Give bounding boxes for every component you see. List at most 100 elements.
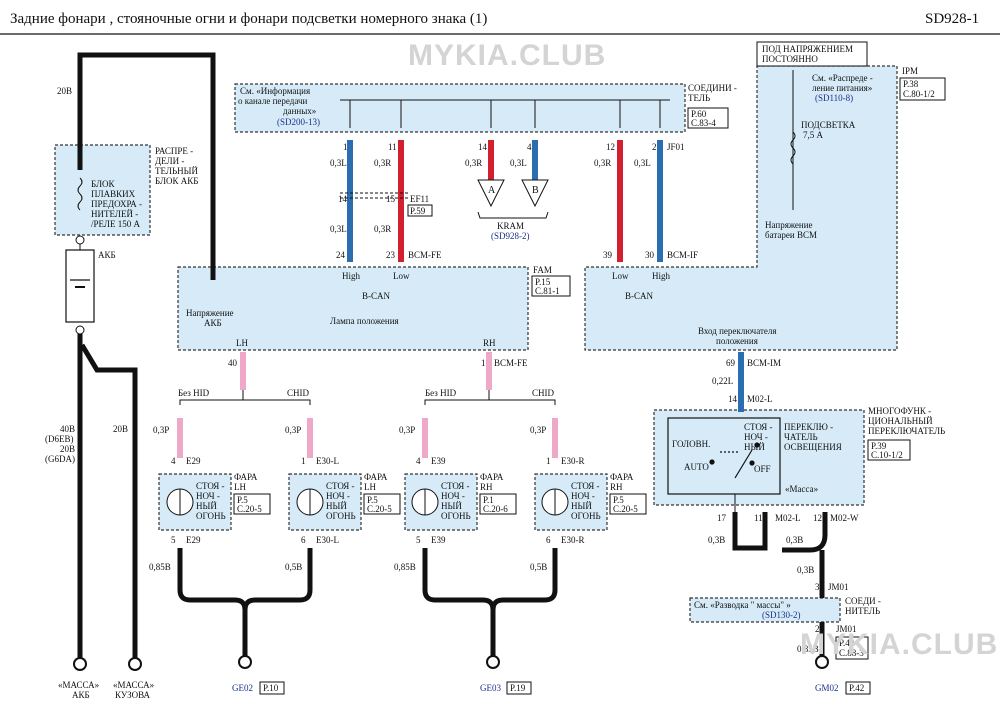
fuse-block-l5: /РЕЛЕ 150 А [91, 219, 140, 229]
gm02-ref: P.42 [849, 683, 864, 693]
see-data-l3: данных» [283, 106, 316, 116]
fam-label: FAM [533, 265, 552, 275]
no-hid-rh: Без HID [425, 388, 457, 398]
pin-11: 11 [388, 142, 397, 152]
lh1-ref-box [233, 493, 271, 515]
bcm-battery-l2: батареи BCM [765, 230, 817, 240]
rh2-ref-box [609, 493, 647, 515]
pin-14-sw: 14 [728, 394, 738, 404]
ms-ref-l2: C.10-1/2 [871, 450, 903, 460]
conn-e29-top: E29 [186, 456, 201, 466]
park-rh1-l2: НОЧ - [441, 491, 465, 501]
conn-e30l-top: E30-L [316, 456, 339, 466]
light-switch-inner-box [667, 417, 781, 495]
ground-body-l1: «МАССА» [113, 680, 154, 690]
park-rh1-l1: СТОЯ - [441, 481, 470, 491]
connector-ref-l1: P.60 [691, 109, 707, 119]
fuse-150 [77, 177, 83, 211]
headlamp-lh2-l1: ФАРА [364, 472, 388, 482]
low-left: Low [393, 271, 410, 281]
conn-ef11: EF11 [410, 194, 429, 204]
light-switch-l1: ПЕРЕКЛЮ - [784, 422, 833, 432]
headlamp-rh2-l1: ФАРА [610, 472, 634, 482]
lamp-filaments [179, 489, 556, 515]
pin-1: 1 [343, 142, 348, 152]
wire-40b-l1: 40B [60, 424, 75, 434]
power-always-l2: ПОСТОЯННО [762, 54, 818, 64]
headlamp-lh1-l2: LH [234, 482, 246, 492]
conn-bcm-im: BCM-IM [747, 358, 781, 368]
page-title: Задние фонари , стояночные огни и фонари… [10, 11, 487, 27]
park-rh1-l3: НЫЙ [441, 501, 462, 511]
pin-17: 17 [717, 513, 727, 523]
spec-r3: 0,3R [594, 158, 611, 168]
spec-l2: 0,3L [510, 158, 527, 168]
ground-icon-body [128, 657, 142, 671]
rh-label: RH [483, 338, 496, 348]
see-ground-ref: (SD130-2) [762, 610, 801, 620]
connector-ref-l2: C.83-4 [691, 118, 716, 128]
sw-park-l1: СТОЯ - [744, 422, 773, 432]
rh2-ref-l1: P.5 [613, 495, 624, 505]
pin-12-sw: 12 [813, 513, 822, 523]
spec-b2: 0,5B [285, 562, 302, 572]
spec-l1: 0,3L [330, 158, 347, 168]
pin-5-rh: 5 [416, 535, 421, 545]
pin-23: 23 [386, 250, 396, 260]
lh2-ref-l2: C.20-5 [367, 504, 392, 514]
pin-24: 24 [336, 250, 346, 260]
park-lh2-l2: НОЧ - [326, 491, 350, 501]
chid-rh: CHID [532, 388, 554, 398]
pin-4-rh: 4 [416, 456, 421, 466]
wire-20b-body: 20B [113, 424, 128, 434]
switch-input-l1: Вход переключателя [698, 326, 777, 336]
wire-40b-l2: (D6EB) [45, 434, 74, 444]
spec-022l: 0,22L [712, 376, 733, 386]
diagram-code: SD928-1 [925, 11, 979, 27]
massa-label: «Масса» [785, 484, 818, 494]
spec-r4: 0,3R [374, 224, 391, 234]
wire-ge03-rh-chid [490, 548, 558, 611]
ground-icon-akb [73, 657, 87, 671]
power-always-l1: ПОД НАПРЯЖЕНИЕМ [762, 44, 853, 54]
lh-split [179, 390, 311, 405]
lh2-ref-box [363, 493, 401, 515]
kram-ref: (SD928-2) [491, 231, 530, 241]
wire-20b-feed [77, 52, 216, 280]
conn-e30l-bot: E30-L [316, 535, 339, 545]
conn-e29-bot: E29 [186, 535, 201, 545]
kram-a-triangle [477, 179, 505, 208]
battery-label: АКБ [98, 250, 116, 260]
ipm-ref-l1: P.38 [903, 79, 919, 89]
conn-m02-l-top: M02-L [747, 394, 773, 404]
switch-contact-park [754, 442, 760, 448]
spec-b6: 0,3B [786, 535, 803, 545]
switch-lever [734, 449, 753, 479]
park-lh1-l1: СТОЯ - [196, 481, 225, 491]
watermark-bottom: MYKIA.CLUB [800, 628, 998, 661]
ge03-ref-box [506, 681, 532, 695]
pin-11-sw: 11 [754, 513, 763, 523]
kram-label: KRAM [497, 221, 524, 231]
see-power-l2: ление питания» [812, 83, 872, 93]
position-lamp-label: Лампа положения [330, 316, 399, 326]
wire-body-ground [79, 343, 138, 660]
conn-e30r-top: E30-R [561, 456, 585, 466]
pin-1-rh2: 1 [546, 456, 551, 466]
pin-39: 39 [603, 250, 613, 260]
wire-40b-l4: (G6DA) [45, 454, 75, 464]
pin-1-lh: 1 [301, 456, 306, 466]
conn-jm01-bot: JM01 [836, 624, 857, 634]
fuse-block-l2: ПЛАВКИХ [91, 189, 136, 199]
sw-head-label: ГОЛОВН. [672, 439, 710, 449]
spec-b1: 0,85B [149, 562, 171, 572]
jm01-ref-l2: C.88-3 [839, 648, 864, 658]
conn-m02-l-bot: M02-L [775, 513, 801, 523]
fam-ref-l2: C.81-1 [535, 286, 560, 296]
conn-jm01-top: JM01 [828, 582, 849, 592]
conn-bcm-fe-rh: BCM-FE [494, 358, 528, 368]
conn-bcm-if: BCM-IF [667, 250, 698, 260]
high-right: High [652, 271, 671, 281]
connector-ref-box [687, 107, 729, 129]
